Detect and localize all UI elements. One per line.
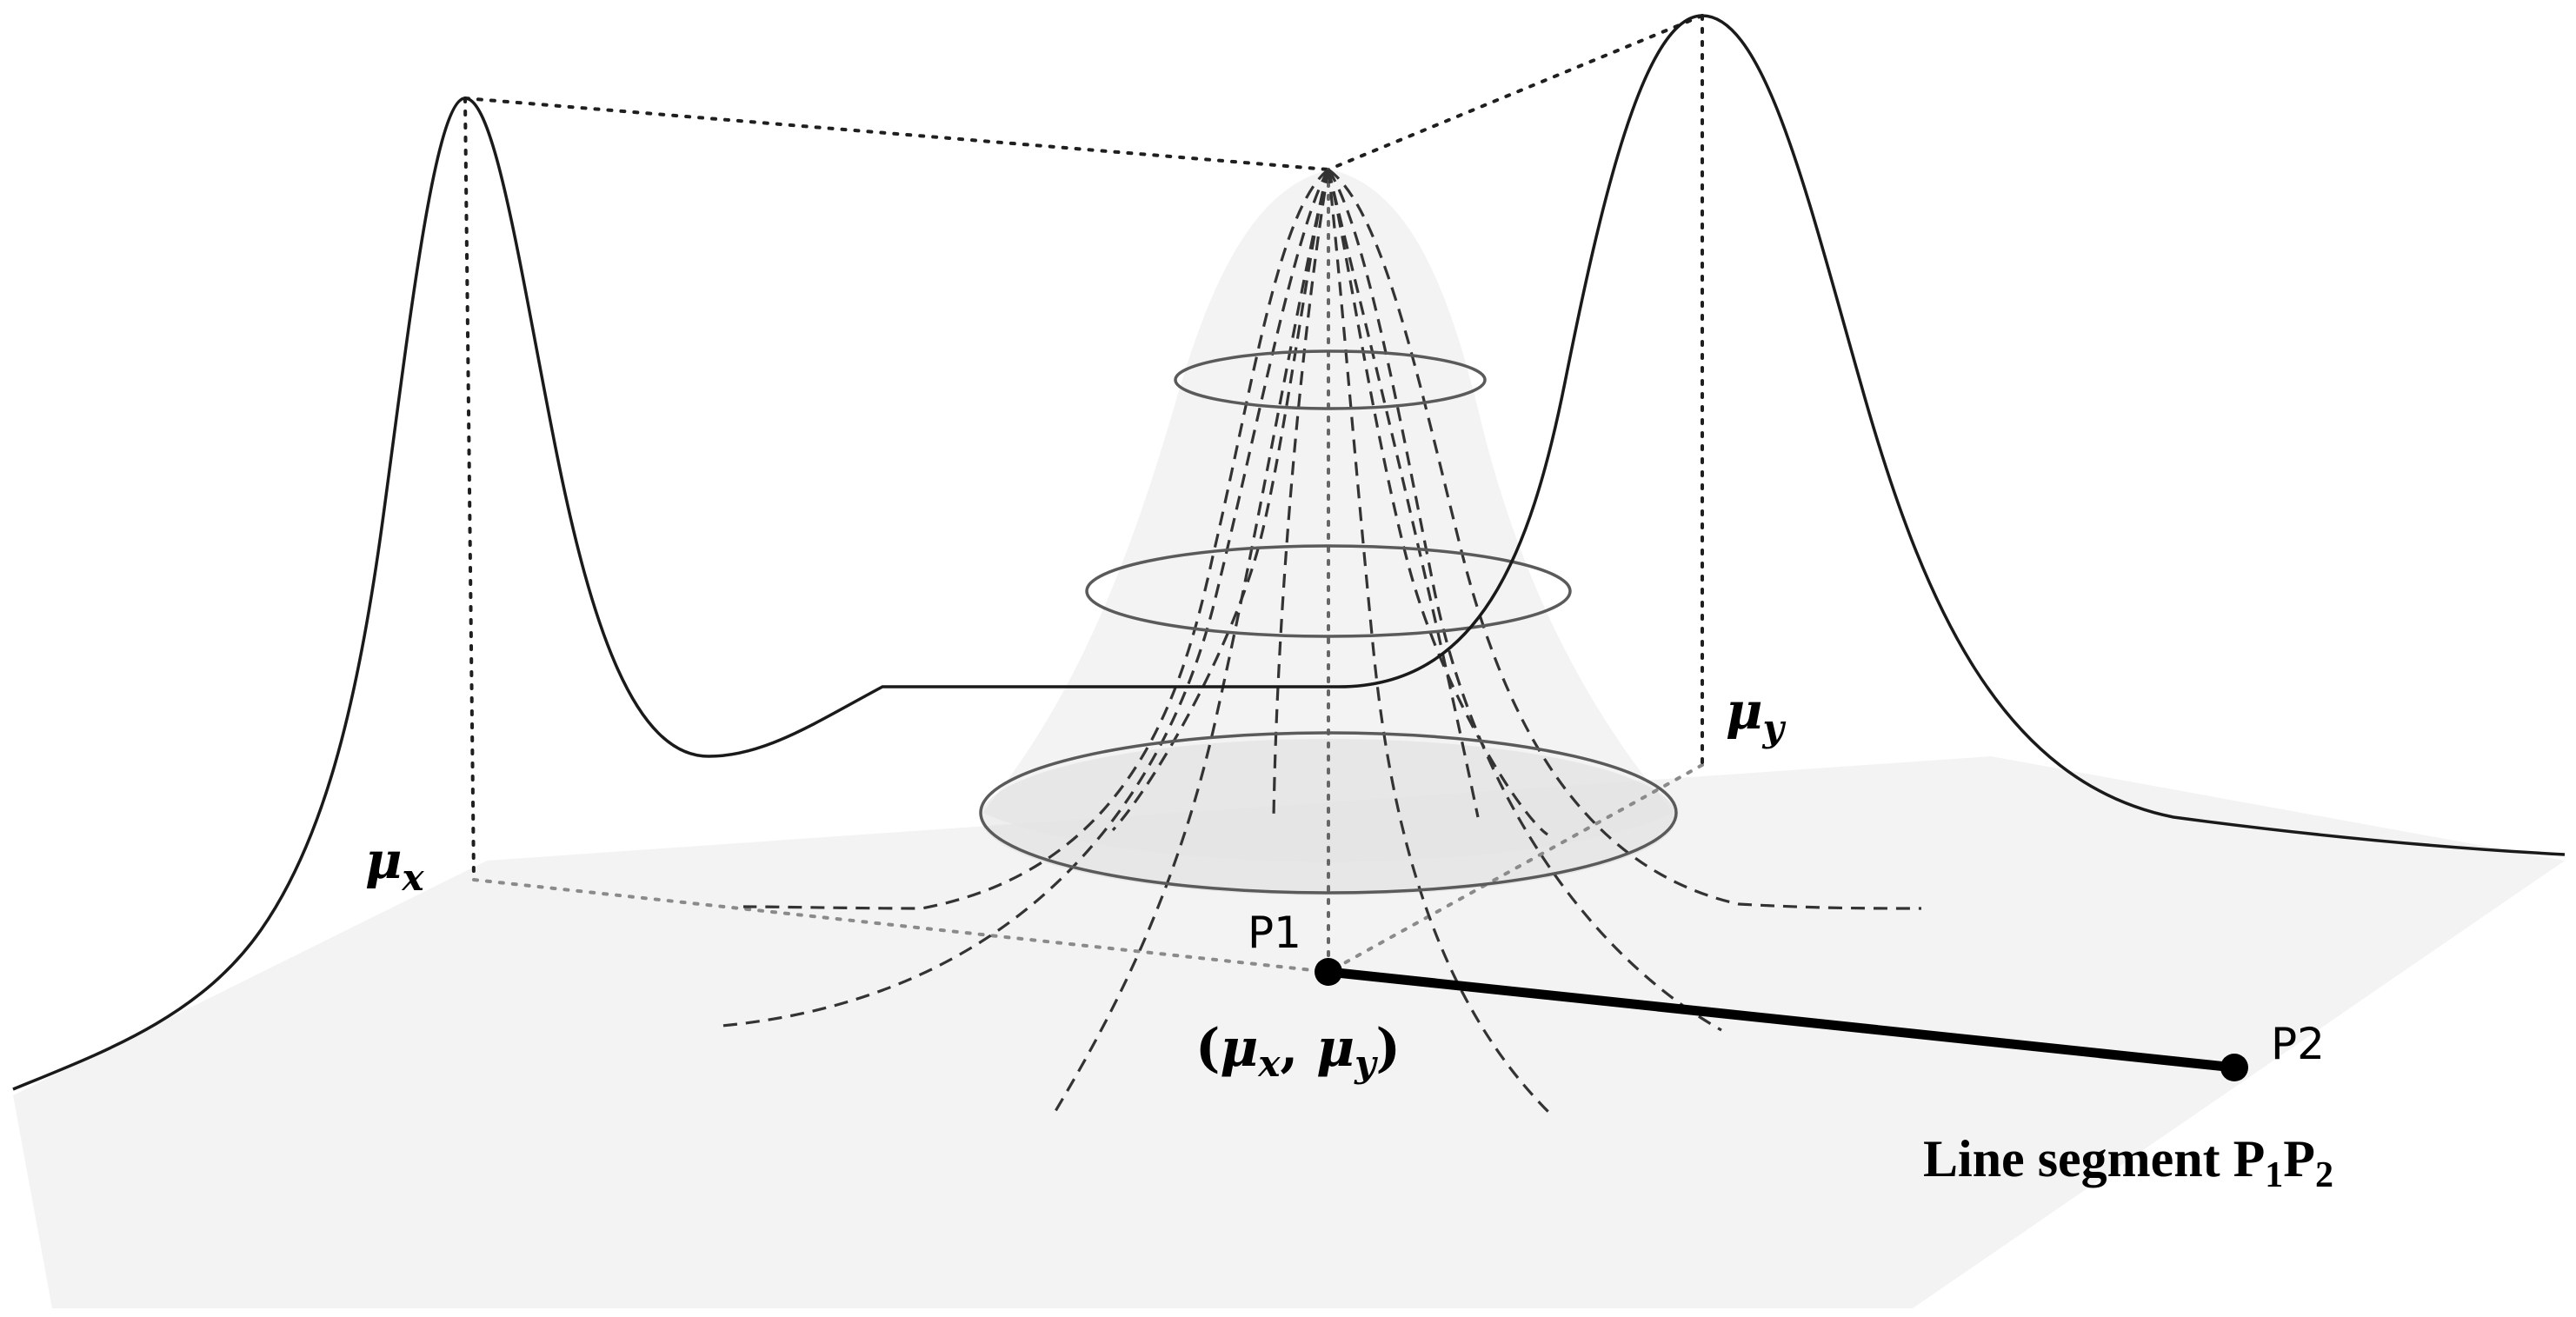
contour-ring-middle xyxy=(1085,544,1572,638)
mu-y-label: μy xyxy=(1726,682,1786,749)
peak-guides xyxy=(463,14,1704,974)
point-p2 xyxy=(2220,1054,2248,1081)
meridian-curve xyxy=(742,168,1329,910)
bivariate-gaussian-surface xyxy=(982,170,1674,862)
line-segment-caption: Line segment P1P2 xyxy=(1923,1130,2333,1195)
point-p1 xyxy=(1315,958,1342,986)
meridian-curve xyxy=(1327,169,1548,836)
contour-ring-top xyxy=(1174,349,1487,410)
x-peak-drop-guide xyxy=(463,96,476,881)
meridian-curve xyxy=(1327,169,1480,818)
marginal-distribution-y-curve xyxy=(1338,14,2566,856)
x-peak-to-center-guide xyxy=(463,96,1330,171)
contour-ring-bottom xyxy=(979,731,1678,895)
mu-x-label: μx xyxy=(365,831,424,899)
meridian-curve xyxy=(1050,169,1330,1118)
meridian-curve xyxy=(1272,169,1330,818)
meridian-curve xyxy=(1328,168,1922,910)
p2-label: P2 xyxy=(2271,1019,2325,1069)
line-segment-p1-p2 xyxy=(1323,967,2240,1073)
contour-rings xyxy=(979,349,1678,895)
meridian-curve xyxy=(1111,169,1330,832)
ground-plane xyxy=(13,756,2565,1308)
meridian-curve xyxy=(721,169,1330,1028)
ground-guides xyxy=(472,763,1704,974)
mu-x-ground-guide xyxy=(472,878,1330,974)
p1-label: P1 xyxy=(1248,908,1301,958)
p1-coordinates-label: (μx, μy) xyxy=(1195,1018,1401,1085)
y-peak-to-center-guide xyxy=(1327,14,1704,171)
marginal-distribution-x-curve xyxy=(12,96,1339,1091)
meridian-curve xyxy=(1327,169,1554,1117)
mu-y-ground-guide xyxy=(1327,763,1704,974)
surface-meridians xyxy=(721,168,1922,1118)
